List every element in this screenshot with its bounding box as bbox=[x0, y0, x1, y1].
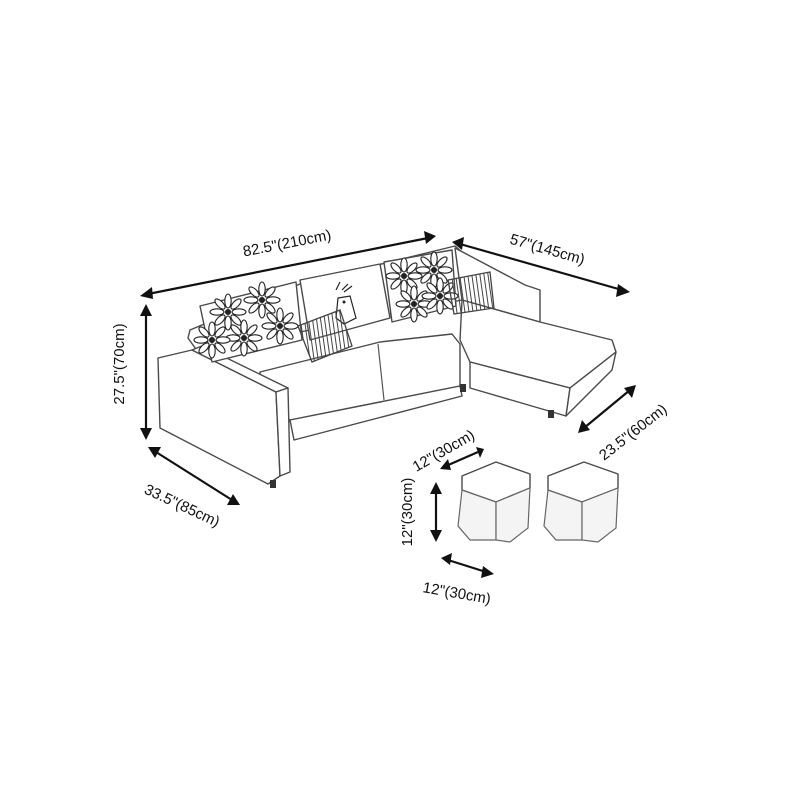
sectional-sofa bbox=[157, 245, 617, 488]
chaise-length-arrow bbox=[452, 237, 630, 297]
ottoman-depth-arrow bbox=[440, 447, 484, 470]
ottoman-width-arrow bbox=[441, 553, 494, 578]
floral-pillow-right bbox=[383, 249, 459, 323]
sofa-height-arrow bbox=[140, 304, 152, 440]
ottoman-height-arrow bbox=[430, 482, 442, 542]
ottoman-left bbox=[457, 461, 531, 543]
chaise-width-arrow bbox=[578, 385, 636, 433]
sofa-height-label: 27.5"(70cm) bbox=[111, 323, 128, 404]
chaise-length-label: 57"(145cm) bbox=[508, 231, 587, 269]
striped-pillow-right bbox=[447, 271, 495, 315]
ottoman-right bbox=[543, 461, 619, 543]
sofa-width-label: 82.5"(210cm) bbox=[242, 227, 333, 261]
sofa-depth-arrow bbox=[148, 447, 240, 505]
ottoman-width-label: 12"(30cm) bbox=[421, 579, 492, 608]
ottoman-height-label: 12"(30cm) bbox=[399, 478, 416, 547]
striped-pillow-left bbox=[297, 309, 353, 363]
sofa-width-arrow bbox=[140, 231, 436, 299]
sofa-depth-label: 33.5"(85cm) bbox=[142, 481, 223, 531]
floral-pillow-left bbox=[193, 281, 303, 363]
